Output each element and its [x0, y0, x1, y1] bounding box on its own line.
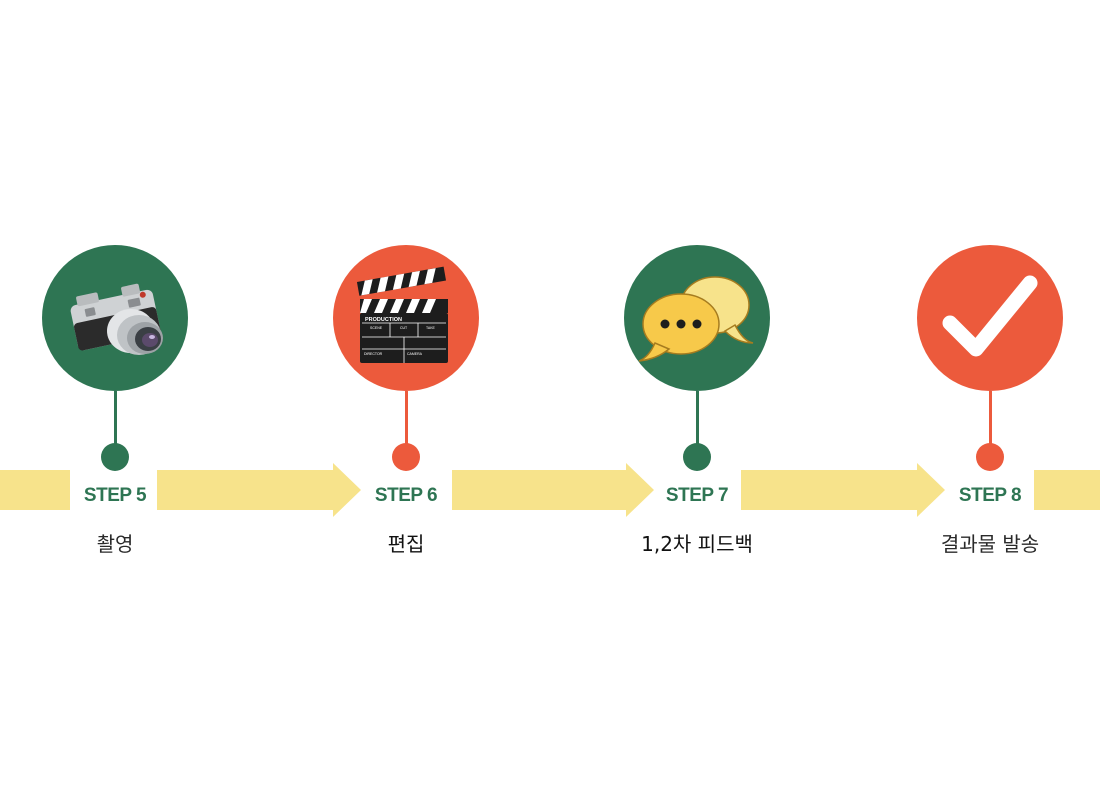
step-8: STEP 8 결과물 발송: [910, 245, 1070, 575]
clapper-camera-text: CAMERA: [407, 352, 423, 356]
checkmark-icon: [942, 275, 1038, 357]
step-6-dot: [392, 443, 420, 471]
step-6-title: 편집: [387, 532, 425, 556]
step-8-dot: [976, 443, 1004, 471]
step-8-title: 결과물 발송: [940, 532, 1040, 556]
camera-icon: [70, 283, 163, 355]
step-5-dot: [101, 443, 129, 471]
clapper-director-text: DIRECTOR: [364, 352, 383, 356]
flow-arrowhead-7: [626, 463, 654, 517]
flow-band-end: [1034, 470, 1100, 510]
clapper-take-text: TAKE: [426, 326, 436, 330]
flow-band-6-7: [452, 470, 628, 510]
step-7-stem: [696, 391, 699, 447]
step-8-circle: [917, 245, 1063, 391]
flow-band-start: [0, 470, 70, 510]
step-5-stem: [114, 391, 117, 447]
step-8-stem: [989, 391, 992, 447]
step-6-label: STEP 6: [374, 485, 438, 506]
clapperboard-icon: PRODUCTION SCENE CUT TAKE DIRECTOR CAMER…: [356, 266, 448, 363]
step-6-stem: [405, 391, 408, 447]
step-7-label: STEP 7: [665, 485, 729, 506]
step-6: PRODUCTION SCENE CUT TAKE DIRECTOR CAMER…: [326, 245, 486, 575]
step-5: STEP 5 촬영: [35, 245, 195, 575]
flow-band-7-8: [741, 470, 919, 510]
chat-bubbles-icon: [638, 276, 754, 362]
step-5-title: 촬영: [96, 532, 134, 556]
step-5-label: STEP 5: [83, 485, 147, 506]
flow-arrowhead-8: [917, 463, 945, 517]
step-7: STEP 7 1,2차 피드백: [617, 245, 777, 575]
flow-band-5-6: [157, 470, 335, 510]
clapper-production-text: PRODUCTION: [365, 317, 402, 323]
clapper-cut-text: CUT: [400, 326, 408, 330]
step-7-title: 1,2차 피드백: [641, 532, 753, 556]
clapper-scene-text: SCENE: [370, 326, 383, 330]
step-7-dot: [683, 443, 711, 471]
flow-arrowhead-6: [333, 463, 361, 517]
step-8-label: STEP 8: [958, 485, 1022, 506]
